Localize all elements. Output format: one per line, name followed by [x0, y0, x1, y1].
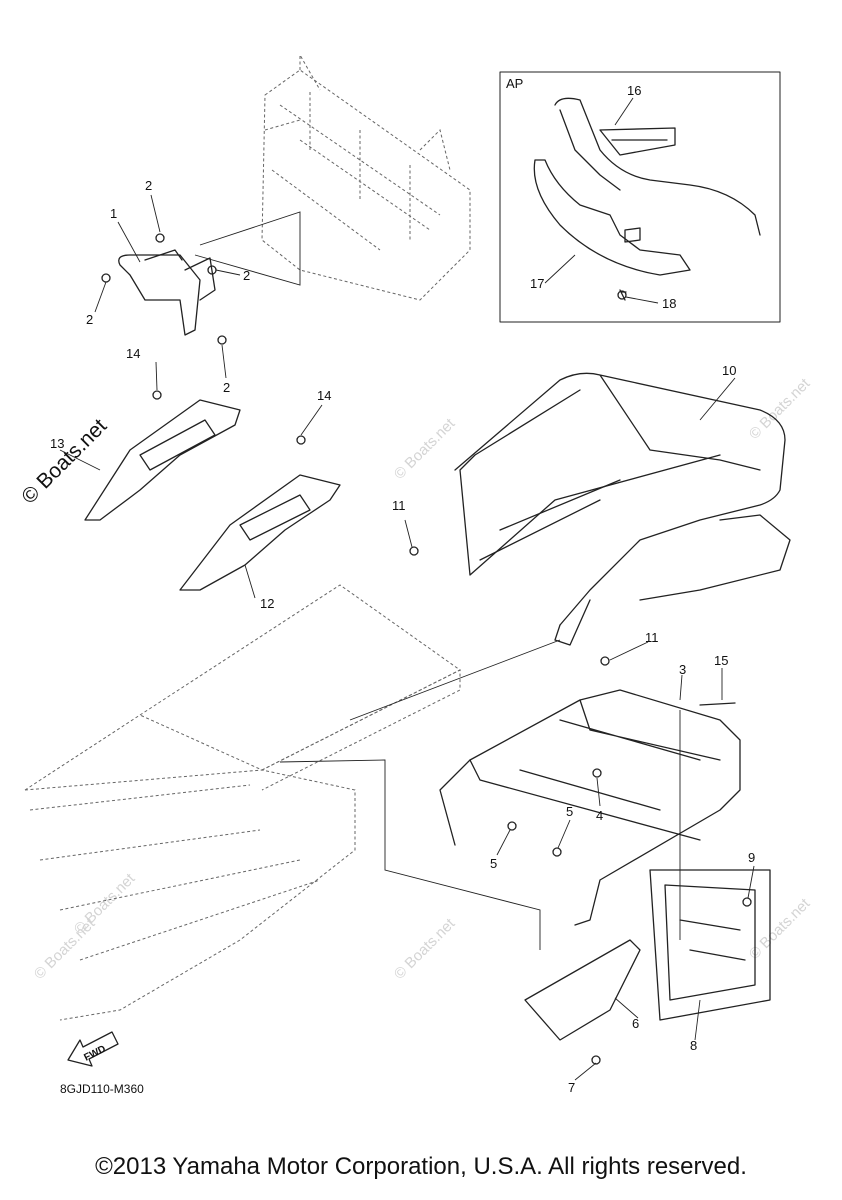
callout-5: 5	[490, 856, 497, 871]
part-12-side-cover	[179, 474, 341, 591]
fasteners	[101, 233, 752, 1065]
copyright-notice: ©2013 Yamaha Motor Corporation, U.S.A. A…	[95, 1153, 747, 1180]
watermark-faint: © Boats.net	[391, 915, 459, 983]
callout-10: 10	[722, 363, 736, 378]
callout-16: 16	[627, 83, 641, 98]
callout-14: 14	[126, 346, 140, 361]
fwd-arrow-icon: FWD	[67, 1031, 119, 1067]
diagram-code: 8GJD110-M360	[60, 1082, 144, 1096]
callout-1: 1	[110, 206, 117, 221]
callout-2: 2	[223, 380, 230, 395]
snowmobile-frame-outline	[261, 53, 471, 301]
callout-14: 14	[317, 388, 331, 403]
callout-2: 2	[243, 268, 250, 283]
part-6-deflector	[524, 939, 641, 1041]
callout-6: 6	[632, 1016, 639, 1031]
callout-2: 2	[145, 178, 152, 193]
callout-3: 3	[679, 662, 686, 677]
callout-17: 17	[530, 276, 544, 291]
assembly-lines	[194, 211, 681, 950]
snowmobile-tunnel-outline	[24, 584, 461, 1021]
part-10-rear-frame	[454, 372, 791, 646]
part-13-side-cover	[84, 399, 241, 521]
callout-13: 13	[50, 436, 64, 451]
watermark-faint: © Boats.net	[391, 415, 459, 483]
callout-9: 9	[748, 850, 755, 865]
callout-2: 2	[86, 312, 93, 327]
fwd-label: FWD	[82, 1044, 107, 1064]
callout-12: 12	[260, 596, 274, 611]
callout-4: 4	[596, 808, 603, 823]
callout-7: 7	[568, 1080, 575, 1095]
watermark-main: © Boats.net	[17, 414, 111, 508]
parts-diagram: © Boats.net © Boats.net © Boats.net © Bo…	[17, 53, 814, 1096]
callout-leaders	[59, 97, 755, 1081]
watermark-faint: © Boats.net	[71, 870, 139, 938]
callout-18: 18	[662, 296, 676, 311]
inset-ap-box: AP	[499, 71, 781, 323]
callout-11: 11	[645, 630, 659, 645]
callouts: 1 2 2 2 2 3 4 5 5 6 7 8 9 10 11 11 12 13…	[50, 83, 755, 1095]
part-3-carrier	[439, 689, 741, 926]
callout-15: 15	[714, 653, 728, 668]
callout-8: 8	[690, 1038, 697, 1053]
inset-label: AP	[506, 76, 523, 91]
callout-5: 5	[566, 804, 573, 819]
callout-11: 11	[392, 498, 406, 513]
part-1-grab-bar	[118, 249, 216, 336]
watermark-faint: © Boats.net	[746, 895, 814, 963]
part-8-snow-flap	[649, 869, 771, 1021]
